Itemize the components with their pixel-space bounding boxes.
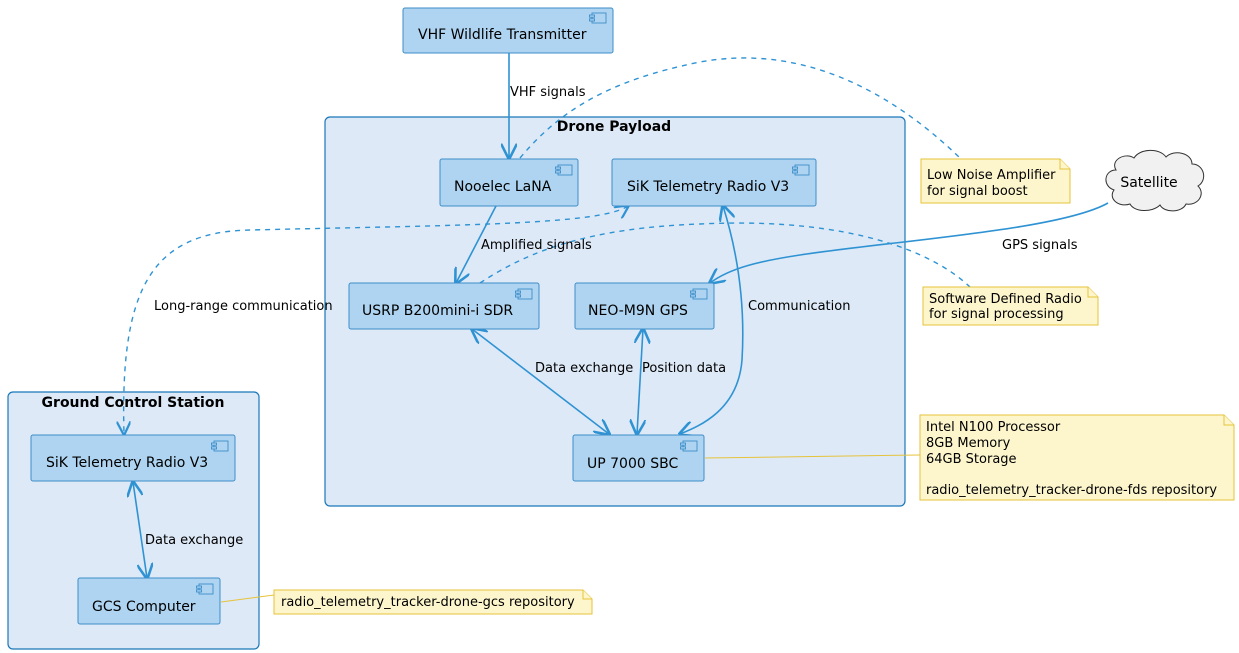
- note-link-gcs: [220, 594, 275, 603]
- package-title-ground-control-station: Ground Control Station: [42, 395, 225, 411]
- package-title-drone-payload: Drone Payload: [557, 119, 671, 135]
- note-link-sbc: [704, 454, 921, 459]
- note-lna-line-1: Low Noise Amplifier: [927, 168, 1056, 183]
- component-icon: [211, 440, 229, 452]
- note-lna: Low Noise Amplifier for signal boost: [920, 158, 1071, 204]
- note-sbc-line-5: radio_telemetry_tracker-drone-fds reposi…: [926, 483, 1217, 498]
- note-sbc-line-3: 64GB Storage: [926, 452, 1017, 467]
- edge-communication: [680, 206, 744, 434]
- component-label-vhf: VHF Wildlife Transmitter: [418, 27, 587, 43]
- satellite-cloud[interactable]: Satellite: [1105, 149, 1205, 212]
- edge-sik-gcs: [133, 482, 147, 578]
- note-link-lna: [519, 57, 961, 159]
- note-sbc-line-2: 8GB Memory: [926, 436, 1011, 451]
- component-up7000-sbc[interactable]: UP 7000 SBC: [572, 434, 705, 482]
- edge-label-gps-signals: GPS signals: [1002, 238, 1078, 253]
- note-gcs-line-1: radio_telemetry_tracker-drone-gcs reposi…: [281, 595, 575, 610]
- component-icon: [555, 164, 573, 176]
- component-icon: [680, 440, 698, 452]
- note-sdr-line-1: Software Defined Radio: [929, 292, 1082, 307]
- edge-label-vhf-signals: VHF signals: [510, 85, 586, 100]
- component-sik-radio-gcs[interactable]: SiK Telemetry Radio V3: [30, 434, 236, 482]
- component-label-lna: Nooelec LaNA: [454, 179, 552, 195]
- component-gcs-computer[interactable]: GCS Computer: [77, 577, 221, 625]
- component-label-gps: NEO-M9N GPS: [588, 303, 688, 319]
- component-label-up7000: UP 7000 SBC: [587, 456, 678, 472]
- edge-label-data-exchange-drone: Data exchange: [535, 361, 633, 376]
- component-vhf-transmitter[interactable]: VHF Wildlife Transmitter: [402, 7, 614, 54]
- note-sdr-line-2: for signal processing: [929, 307, 1064, 322]
- component-label-sik-drone: SiK Telemetry Radio V3: [627, 179, 789, 195]
- component-sik-radio-drone[interactable]: SiK Telemetry Radio V3: [611, 158, 817, 207]
- component-label-sik-gcs: SiK Telemetry Radio V3: [46, 455, 208, 471]
- note-sdr: Software Defined Radio for signal proces…: [922, 286, 1099, 326]
- component-neo-m9n-gps[interactable]: NEO-M9N GPS: [574, 282, 715, 330]
- edge-label-amplified-signals: Amplified signals: [481, 238, 592, 253]
- component-icon: [690, 288, 708, 300]
- component-label-usrp: USRP B200mini-i SDR: [362, 303, 513, 319]
- component-label-gcs-computer: GCS Computer: [92, 599, 196, 615]
- edge-label-data-exchange-gcs: Data exchange: [145, 533, 243, 548]
- edge-label-long-range: Long-range communication: [154, 299, 333, 314]
- note-lna-line-2: for signal boost: [927, 184, 1028, 199]
- component-icon: [196, 583, 214, 595]
- component-usrp-sdr[interactable]: USRP B200mini-i SDR: [348, 282, 540, 330]
- note-gcs: radio_telemetry_tracker-drone-gcs reposi…: [273, 589, 593, 615]
- satellite-label: Satellite: [1120, 175, 1177, 191]
- component-icon: [515, 288, 533, 300]
- edge-long-range: [124, 206, 628, 434]
- note-sbc-line-1: Intel N100 Processor: [926, 420, 1061, 435]
- edge-usrp-sbc: [472, 329, 609, 434]
- edge-gps-sbc: [637, 329, 643, 434]
- edge-label-position-data: Position data: [642, 361, 726, 376]
- component-icon: [792, 164, 810, 176]
- component-nooelec-lana[interactable]: Nooelec LaNA: [439, 158, 579, 207]
- component-icon: [589, 12, 607, 24]
- edge-label-communication: Communication: [748, 299, 850, 314]
- edge-gps-signals: [710, 202, 1109, 283]
- note-sbc: Intel N100 Processor 8GB Memory 64GB Sto…: [919, 414, 1235, 501]
